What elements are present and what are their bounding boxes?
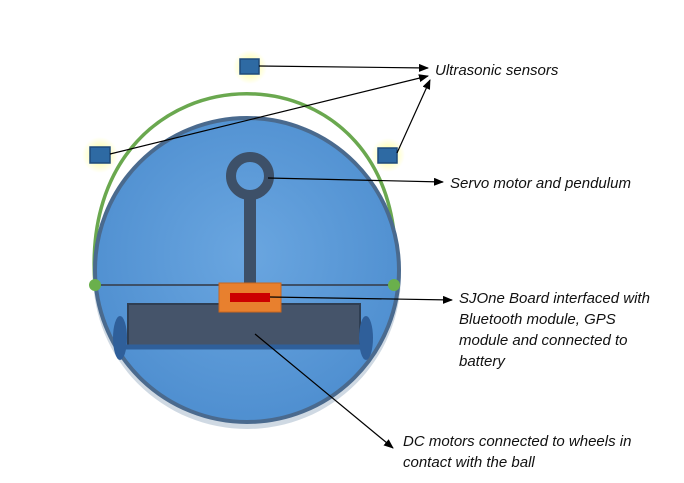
- arrow-board: [269, 295, 453, 304]
- dc-motors-label: DC motors connected to wheels in contact…: [403, 433, 632, 471]
- sensor-top-icon: [233, 50, 267, 84]
- sjone-board-label: SJOne Board interfaced with Bluetooth mo…: [459, 290, 650, 370]
- sensor-arc: [92, 92, 398, 286]
- left-wheel: [113, 316, 127, 360]
- sensor-right-icon: [371, 138, 405, 172]
- left-joint: [89, 279, 101, 291]
- arrow-sensor-top: [258, 63, 429, 72]
- arrow-dc-motors: [254, 333, 394, 449]
- ultrasonic-sensors-label: Ultrasonic sensors: [435, 62, 559, 79]
- servo-ring-icon: [226, 152, 274, 200]
- sensor-left-icon: [82, 137, 118, 173]
- arrow-servo: [267, 177, 444, 186]
- right-wheel: [359, 316, 373, 360]
- right-joint: [388, 279, 400, 291]
- arrow-sensor-left: [109, 74, 429, 155]
- arrow-sensor-right: [396, 79, 431, 154]
- servo-motor-label: Servo motor and pendulum: [450, 175, 631, 192]
- board-chip: [230, 293, 270, 302]
